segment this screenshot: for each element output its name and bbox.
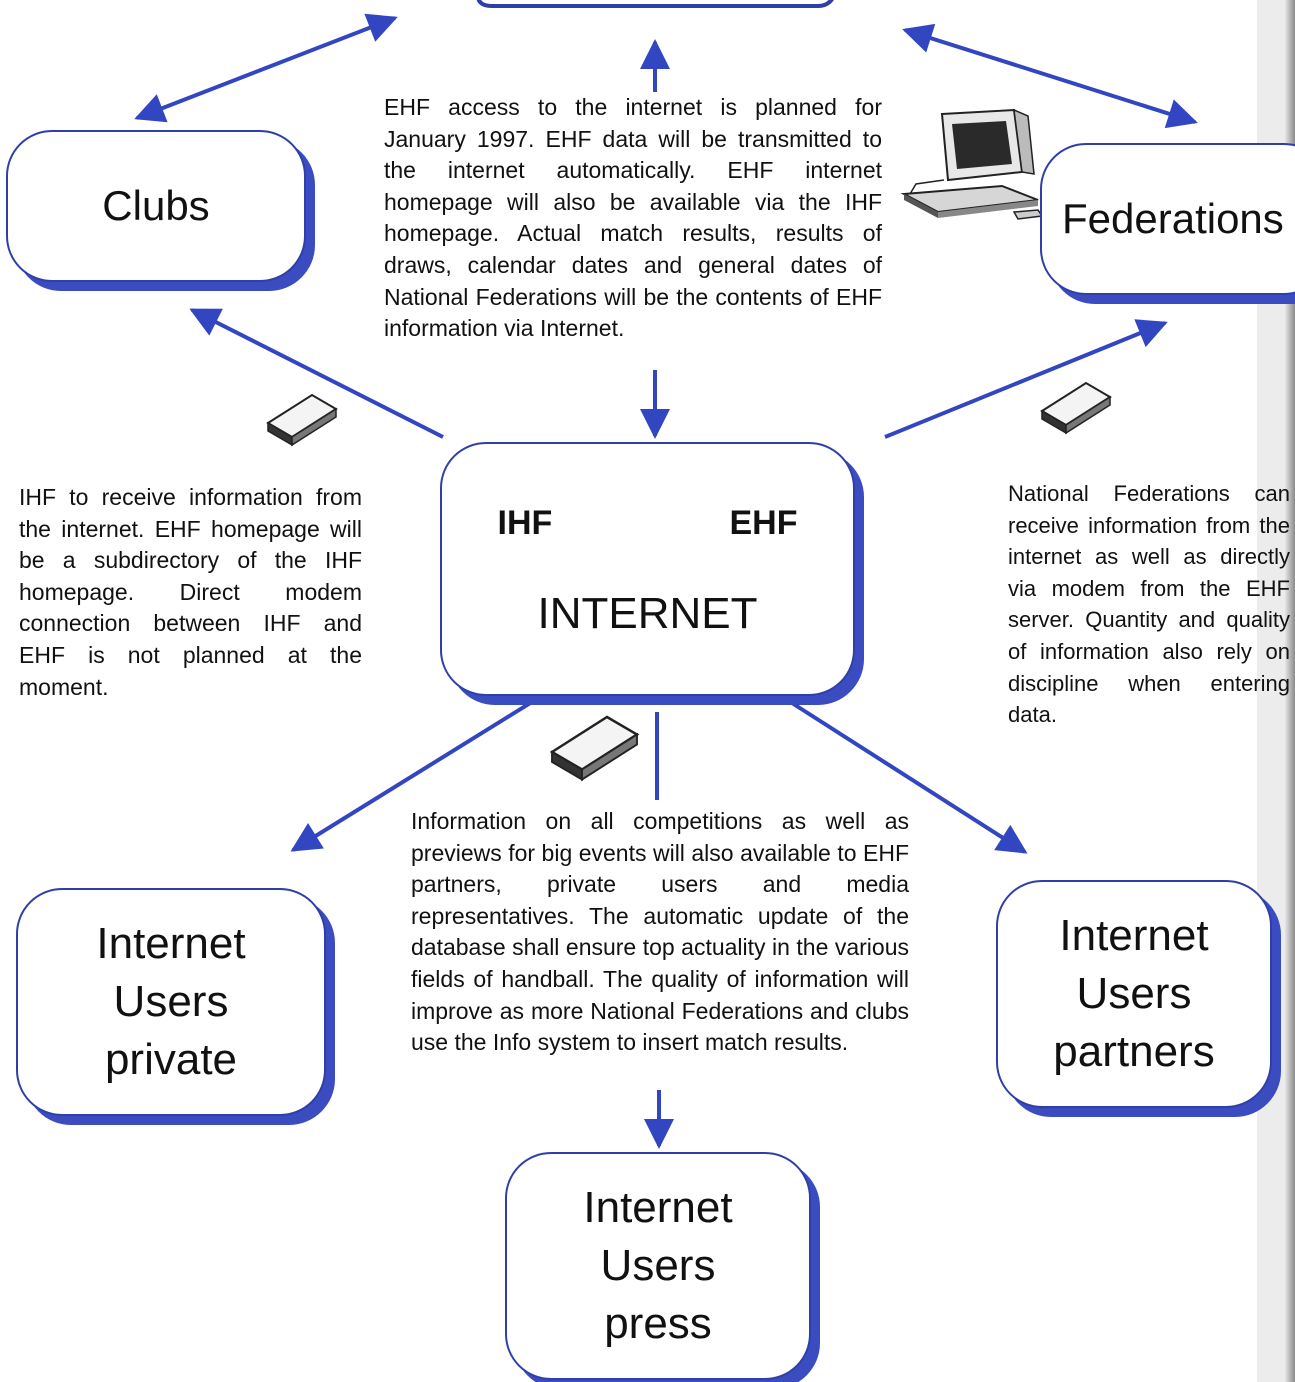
partners-line1: Internet <box>1059 911 1209 960</box>
internet-users-press-node: Internet Users press <box>505 1152 811 1380</box>
arrow-top-federations <box>902 23 1198 129</box>
internet-users-partners-node: Internet Users partners <box>996 880 1272 1108</box>
internet-access-text: EHF access to the internet is planned fo… <box>384 94 882 342</box>
press-line3: press <box>604 1299 712 1348</box>
ihf-label: IHF <box>497 503 553 542</box>
federations-label: Federations <box>1062 195 1284 242</box>
press-line1: Internet <box>583 1183 733 1232</box>
arrow-clubs-top <box>134 13 398 123</box>
clubs-label: Clubs <box>102 182 210 229</box>
modem-icon <box>549 715 640 782</box>
ihf-ehf-row: IHF EHF <box>498 504 798 543</box>
federations-node: Federations <box>1040 143 1295 295</box>
partners-line2: Users <box>1076 969 1192 1018</box>
computer-icon <box>900 108 1044 220</box>
internet-users-private-node: Internet Users private <box>16 888 326 1116</box>
arrow-internet-partners <box>790 701 1028 854</box>
arrow-internet-federations <box>884 319 1168 439</box>
private-line2: Users <box>113 977 229 1026</box>
modem-icon <box>1040 381 1112 435</box>
private-line3: private <box>104 1035 238 1084</box>
ihf-info-text: IHF to receive information from the inte… <box>19 484 362 700</box>
page-edge <box>1285 0 1295 1382</box>
arrow-internet-private <box>290 695 542 852</box>
national-federations-text: National Federations can receive informa… <box>1008 481 1290 728</box>
ehf-label: EHF <box>729 503 798 542</box>
internet-node: IHF EHF INTERNET <box>440 442 855 696</box>
private-line1: Internet <box>96 919 246 968</box>
clubs-node: Clubs <box>6 130 306 282</box>
top-node-fragment <box>476 0 834 8</box>
arrow-internet-clubs <box>189 308 444 439</box>
competitions-info-text: Information on all competitions as well … <box>411 808 909 1056</box>
partners-line3: partners <box>1053 1027 1215 1076</box>
modem-icon <box>266 393 338 447</box>
press-line2: Users <box>600 1241 716 1290</box>
internet-title: INTERNET <box>537 588 758 638</box>
